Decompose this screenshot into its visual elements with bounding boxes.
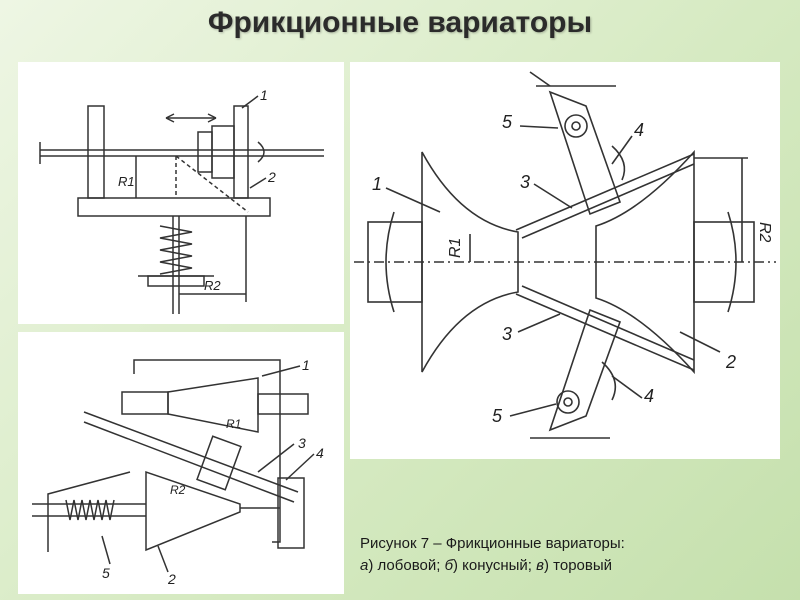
roller xyxy=(197,131,213,173)
disc-1 xyxy=(233,105,249,199)
right-block xyxy=(277,477,305,549)
label-r1: R1 xyxy=(226,417,241,431)
toroidal-disc-2 xyxy=(595,149,695,375)
caption-c-text: ) торовый xyxy=(543,557,613,574)
lower-swing-arrow xyxy=(601,361,617,401)
label-r2: R2 xyxy=(756,222,773,243)
label-r1: R1 xyxy=(118,174,135,189)
face-variator-drawing: 1 2 R1 R2 xyxy=(39,87,324,314)
label-3-top: 3 xyxy=(520,172,530,192)
frame-bottom xyxy=(47,471,131,552)
upper-hub xyxy=(121,391,169,415)
intermediate-shaft xyxy=(83,411,299,493)
diagram-face-variator: 1 2 R1 R2 xyxy=(18,62,344,324)
label-5-top: 5 xyxy=(502,112,513,132)
cone-variator-drawing: 1 2 3 4 5 R1 R2 xyxy=(32,357,324,587)
slide-title: Фрикционные вариаторы xyxy=(207,6,593,39)
roller-hub xyxy=(211,125,235,179)
caption-c-letter: в xyxy=(536,557,544,574)
lower-pivot xyxy=(556,390,580,414)
label-2: 2 xyxy=(725,352,736,372)
label-3-bottom: 3 xyxy=(502,324,512,344)
upper-cone xyxy=(167,377,259,433)
caption-line-2: а) лобовой; б) конусный; в) торовый xyxy=(360,555,790,577)
label-4-bottom: 4 xyxy=(644,386,654,406)
label-2: 2 xyxy=(167,571,176,587)
caption-a-letter: а xyxy=(360,557,369,574)
upper-pivot xyxy=(564,114,588,138)
upper-lever xyxy=(548,90,622,216)
intermediate-roller xyxy=(196,435,242,491)
figure-caption: Рисунок 7 – Фрикционные вариаторы: а) ло… xyxy=(360,533,790,577)
toroidal-variator-drawing: 1 2 3 3 4 4 5 5 R1 R2 xyxy=(354,71,776,439)
label-r2: R2 xyxy=(204,278,221,293)
roller-lower xyxy=(515,293,695,371)
spring xyxy=(159,225,193,275)
left-bearing xyxy=(87,105,105,199)
label-3: 3 xyxy=(298,435,306,451)
caption-line-1: Рисунок 7 – Фрикционные вариаторы: xyxy=(360,535,625,552)
left-shaft xyxy=(367,221,423,303)
label-1: 1 xyxy=(372,174,382,194)
label-4: 4 xyxy=(316,445,324,461)
right-shaft xyxy=(693,221,755,303)
lower-disc xyxy=(77,197,271,217)
spring xyxy=(65,499,115,521)
caption-b-letter: б xyxy=(444,557,453,574)
label-r1: R1 xyxy=(447,238,464,258)
upper-swing-arrow xyxy=(611,145,626,181)
upper-shaft-end xyxy=(257,393,309,415)
right-rotation-arrow xyxy=(727,211,737,313)
rotation-arrow xyxy=(257,141,265,163)
caption-b-text: ) конусный; xyxy=(453,557,537,574)
diagram-cone-variator: 1 2 3 4 5 R1 R2 xyxy=(18,332,344,594)
diagram-toroidal-variator: 1 2 3 3 4 4 5 5 R1 R2 xyxy=(350,62,780,459)
toroidal-disc-1 xyxy=(421,151,519,373)
caption-a-text: ) лобовой; xyxy=(368,557,445,574)
roller-upper xyxy=(515,153,695,231)
label-r2: R2 xyxy=(170,483,186,497)
label-1: 1 xyxy=(260,87,268,103)
label-2: 2 xyxy=(267,169,276,185)
label-5-bottom: 5 xyxy=(492,406,503,426)
label-5: 5 xyxy=(102,565,110,581)
lower-lever xyxy=(548,308,622,432)
lower-cone xyxy=(145,470,241,552)
label-1: 1 xyxy=(302,357,310,373)
label-4-top: 4 xyxy=(634,120,644,140)
left-rotation-arrow xyxy=(385,211,395,313)
